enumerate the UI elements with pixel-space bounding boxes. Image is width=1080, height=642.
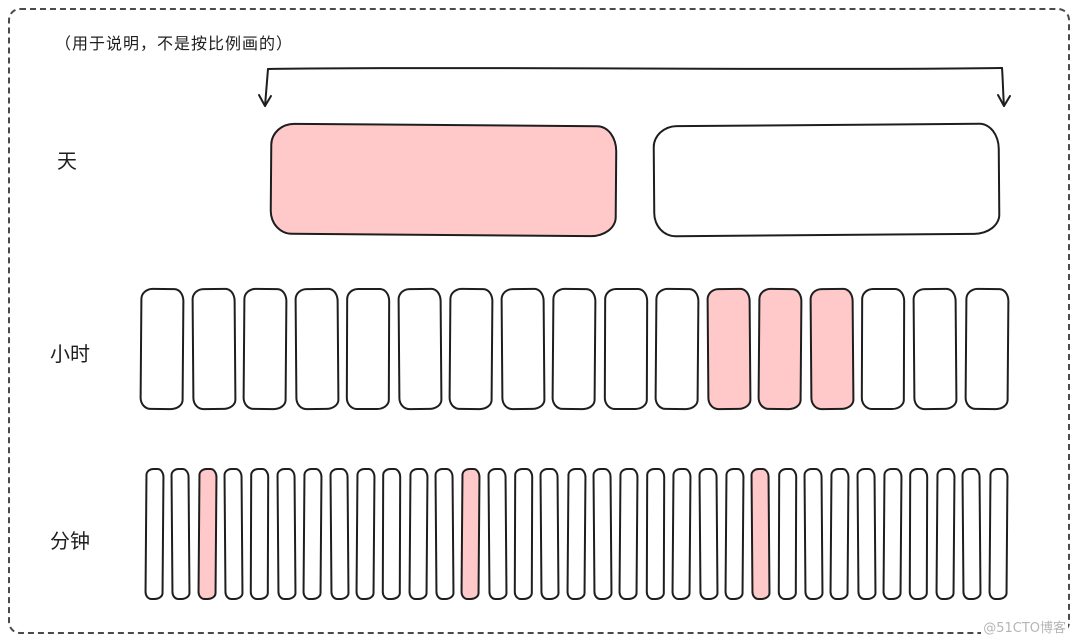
minute-box (777, 467, 798, 601)
minute-box (882, 467, 903, 601)
hour-box (654, 287, 700, 411)
minute-box (592, 467, 613, 601)
day-box (652, 122, 1001, 238)
minute-box-highlighted (197, 467, 218, 601)
minute-box (645, 467, 666, 601)
minute-box (724, 467, 745, 601)
minute-box (434, 467, 455, 601)
minute-box (856, 467, 877, 601)
minute-box (382, 467, 402, 601)
row-label-day: 天 (57, 149, 77, 173)
minute-box (487, 467, 508, 601)
hour-boxes-row (139, 287, 1009, 411)
row-label-hour: 小时 (50, 342, 90, 366)
minute-box (829, 467, 851, 601)
hour-box (603, 287, 648, 411)
minute-box (144, 467, 165, 601)
minute-box (513, 467, 534, 601)
minute-box (987, 467, 1009, 601)
hour-box (397, 287, 442, 411)
hour-box (912, 287, 957, 411)
hour-box-highlighted (809, 287, 854, 411)
span-arrow-icon (258, 67, 1011, 107)
hour-box (500, 287, 545, 411)
minute-box (170, 467, 192, 601)
minute-box (223, 467, 244, 601)
hour-box (551, 287, 597, 411)
minute-box (250, 467, 271, 601)
minute-box (566, 467, 587, 601)
minute-box-highlighted (460, 467, 482, 601)
minute-boxes-row (144, 467, 1009, 601)
hour-box-highlighted (706, 287, 751, 411)
minute-box (539, 467, 561, 601)
hour-box (861, 287, 906, 411)
hour-box (448, 287, 494, 411)
minute-box (803, 467, 824, 601)
note-text: （用于说明，不是按比例画的） (55, 34, 294, 53)
minute-box (698, 467, 719, 601)
row-label-minute: 分钟 (50, 529, 90, 553)
hour-box-highlighted (757, 287, 803, 411)
minute-box (328, 467, 350, 601)
watermark: @51CTO博客 (981, 617, 1068, 636)
minute-box (302, 467, 324, 601)
day-box-highlighted (269, 122, 618, 238)
minute-box (909, 467, 930, 601)
hour-box (964, 287, 1009, 411)
hour-box (139, 287, 185, 411)
minute-box-highlighted (750, 467, 772, 601)
minute-box (618, 467, 640, 601)
hour-box (242, 287, 288, 411)
day-boxes-row (269, 122, 1001, 238)
minute-box (671, 467, 693, 601)
minute-box (961, 467, 983, 601)
minute-box (935, 467, 956, 601)
hour-box (294, 287, 339, 411)
hour-box (191, 287, 236, 411)
minute-box (276, 467, 297, 601)
minute-box (355, 467, 376, 601)
minute-box (408, 467, 429, 601)
hour-box (345, 287, 390, 411)
